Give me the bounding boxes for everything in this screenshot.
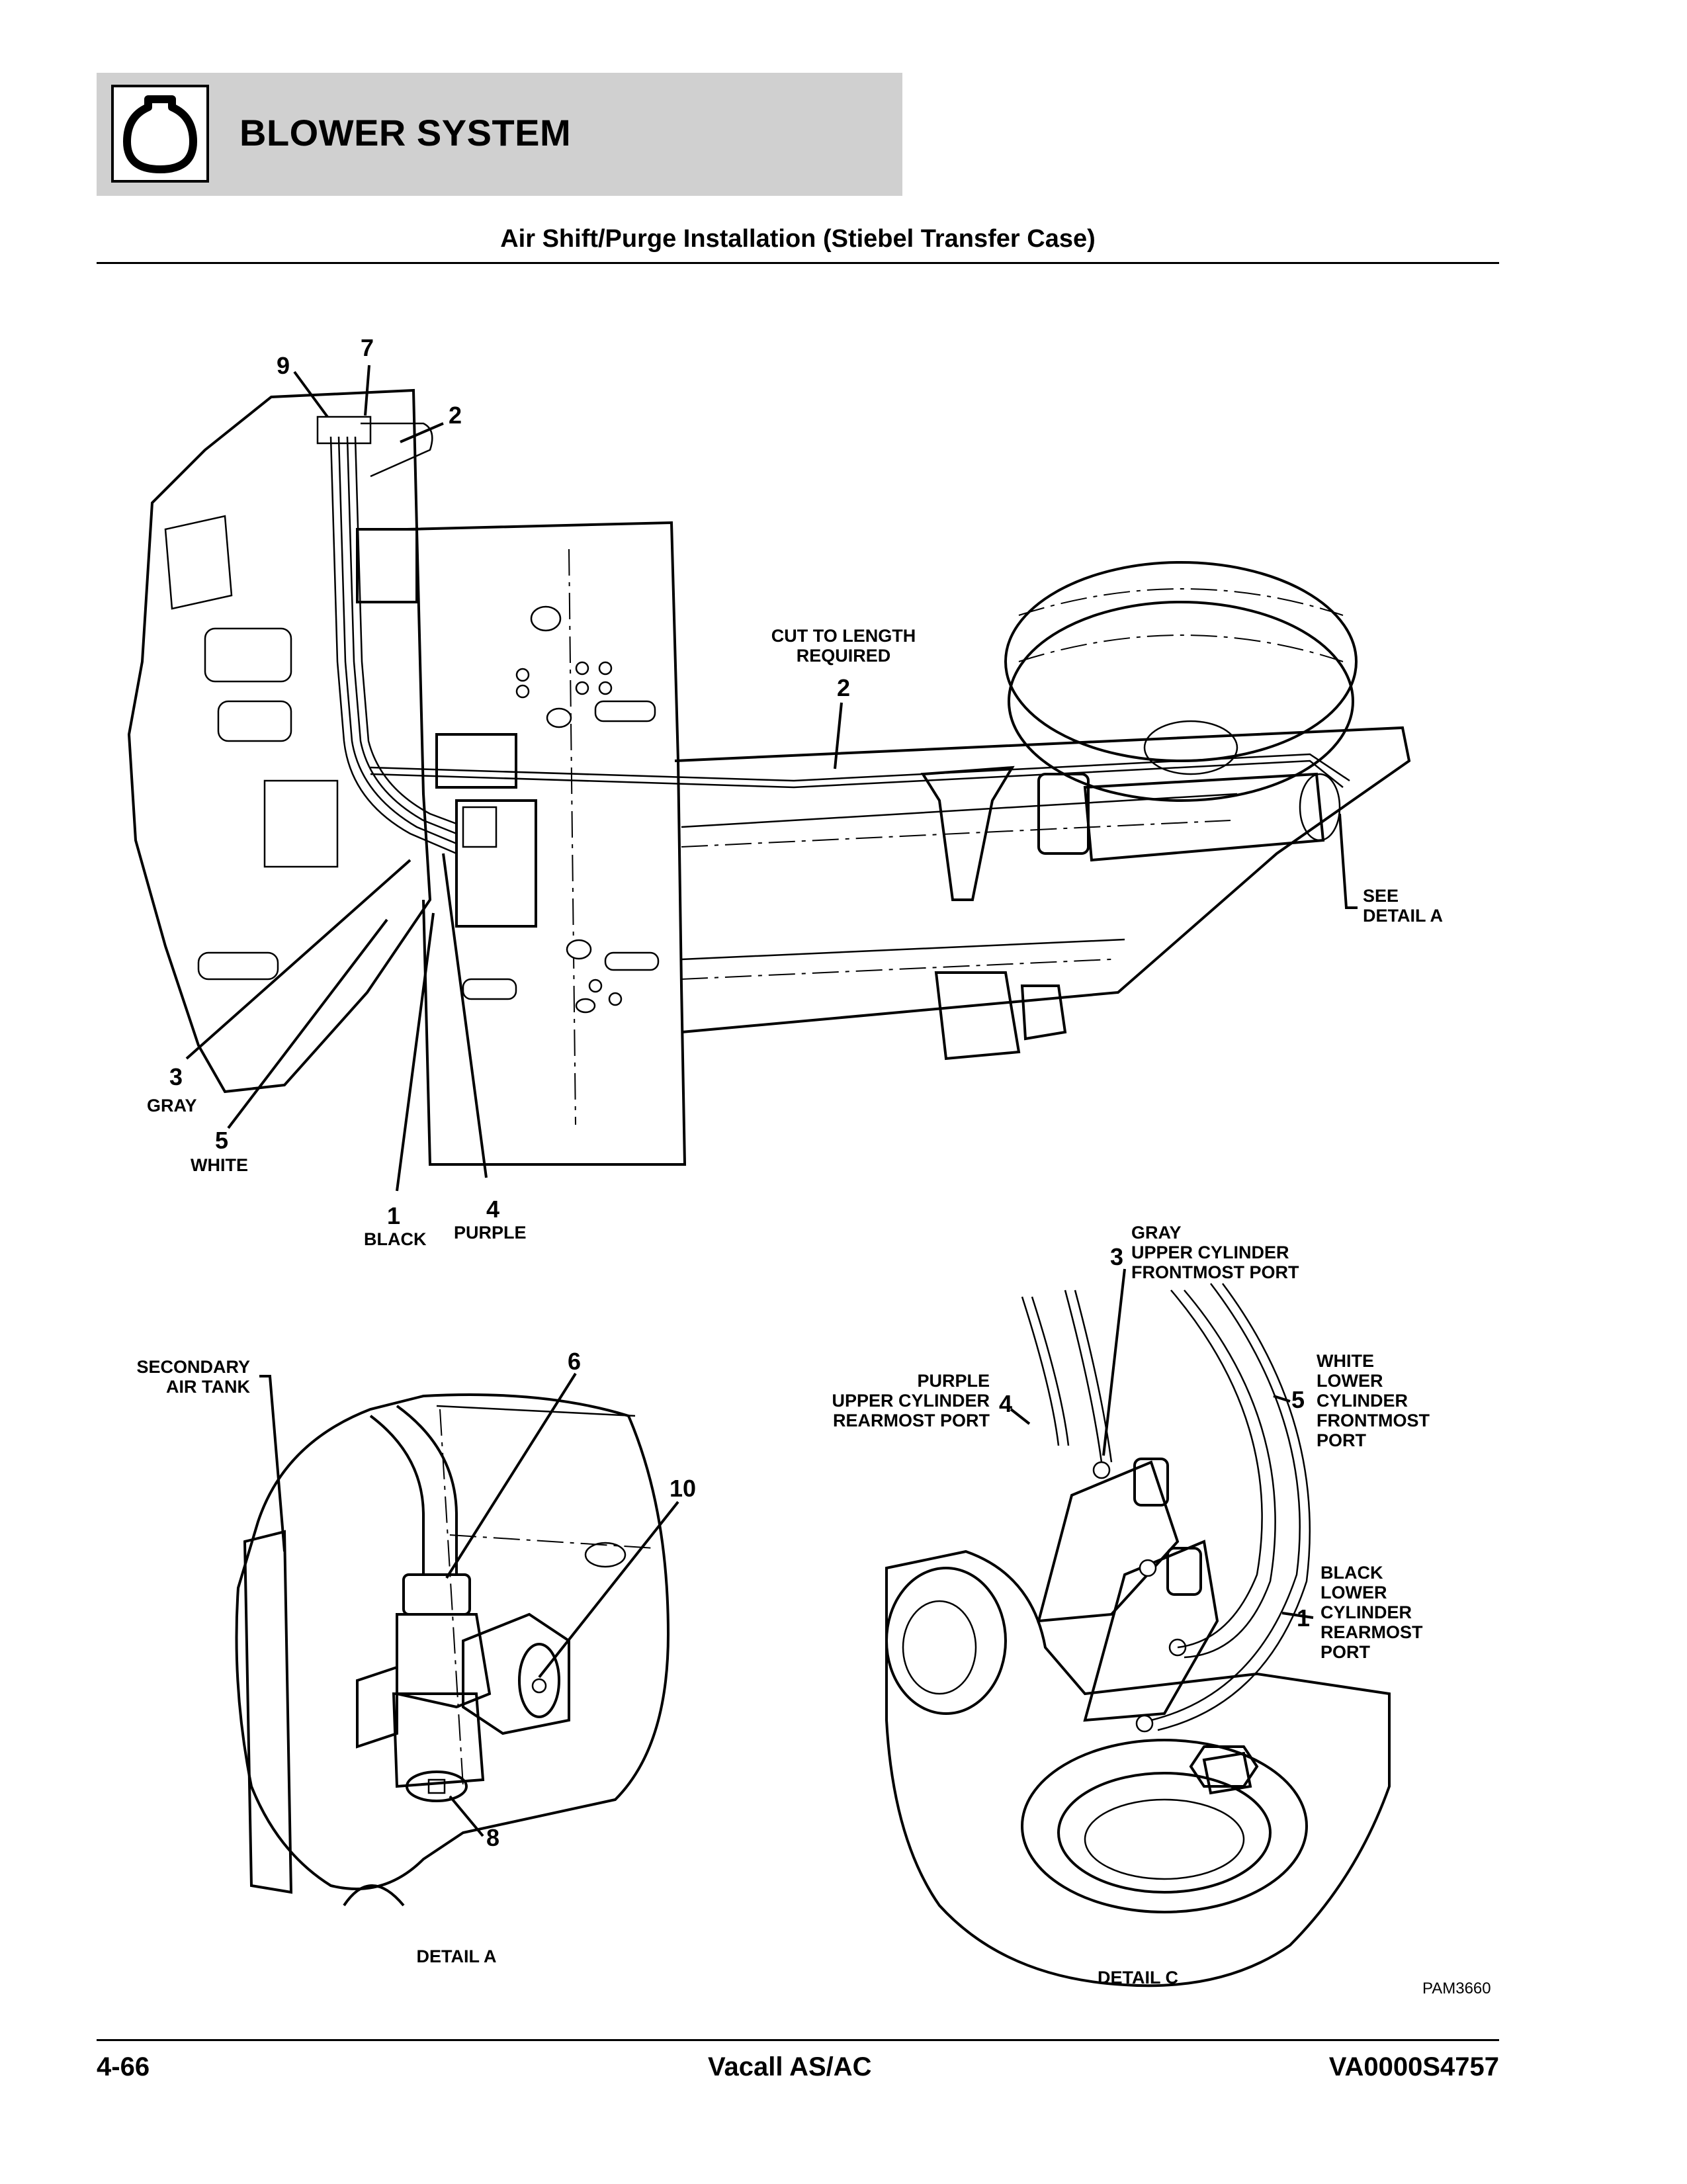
detail-a-callout-8: 8: [486, 1824, 499, 1851]
white-label: WHITE: [191, 1155, 248, 1175]
detail-a-caption: DETAIL A: [417, 1946, 497, 1966]
detail-c-gray-line3: FRONTMOST PORT: [1131, 1262, 1299, 1282]
see-detail-a-label: DETAIL A: [1363, 906, 1443, 926]
callout-2-top: 2: [449, 402, 462, 429]
detail-c-gray-line2: UPPER CYLINDER: [1131, 1243, 1289, 1262]
page-number: 4-66: [97, 2052, 150, 2081]
detail-c-white-line3: CYLINDER: [1317, 1391, 1408, 1411]
document-id: VA0000S4757: [1328, 2052, 1499, 2081]
detail-c-white-line5: PORT: [1317, 1430, 1367, 1450]
secondary-label: SECONDARY: [136, 1357, 250, 1377]
detail-a-callout-6: 6: [568, 1348, 581, 1375]
header-band: [97, 73, 902, 196]
footer-rule: [97, 2039, 1499, 2041]
air-tank-label: AIR TANK: [166, 1377, 250, 1397]
detail-a-callout-10: 10: [670, 1475, 696, 1502]
detail-c-black-line5: PORT: [1320, 1642, 1371, 1662]
detail-c-gray-label: GRAY: [1131, 1223, 1182, 1243]
detail-a-drawing: [235, 1393, 670, 1907]
detail-c-drawing: [885, 1283, 1391, 1987]
title-rule: [97, 262, 1499, 264]
detail-c-white-label: WHITE: [1317, 1351, 1374, 1371]
detail-c-callout-4: 4: [999, 1390, 1012, 1417]
detail-c-caption: DETAIL C: [1098, 1968, 1178, 1987]
callout-5: 5: [215, 1127, 228, 1154]
air-line-bundle: [329, 422, 1350, 855]
callout-4: 4: [486, 1196, 499, 1223]
engine-section-icon: [111, 85, 209, 183]
callout-9: 9: [277, 352, 290, 379]
detail-c-white-line4: FRONTMOST: [1317, 1411, 1430, 1430]
required-label: REQUIRED: [797, 646, 891, 666]
detail-c-black-line2: LOWER: [1320, 1583, 1387, 1602]
chassis-frame-drawing: [127, 388, 1411, 1166]
callout-7: 7: [361, 334, 374, 361]
detail-c-purple-line2: UPPER CYLINDER: [832, 1391, 990, 1411]
product-name: Vacall AS/AC: [708, 2052, 872, 2081]
callout-2-mid: 2: [837, 674, 850, 701]
black-label: BLACK: [364, 1229, 427, 1249]
leader-lines-main: [185, 365, 1358, 1192]
detail-c-black-line3: CYLINDER: [1320, 1602, 1412, 1622]
purple-label: PURPLE: [454, 1223, 527, 1243]
detail-c-purple-label: PURPLE: [917, 1371, 990, 1391]
figure-id: PAM3660: [1422, 1980, 1491, 1997]
gray-label: GRAY: [147, 1096, 197, 1115]
detail-c-purple-line3: REARMOST PORT: [833, 1411, 990, 1430]
leader-lines-detail-a: [259, 1372, 679, 1837]
detail-c-black-line4: REARMOST: [1320, 1622, 1423, 1642]
leader-lines-detail-c: [1010, 1268, 1314, 1619]
see-label: SEE: [1363, 886, 1399, 906]
detail-c-callout-1: 1: [1297, 1604, 1310, 1632]
callout-3: 3: [169, 1063, 183, 1090]
detail-c-white-line2: LOWER: [1317, 1371, 1383, 1391]
section-title: BLOWER SYSTEM: [239, 112, 572, 153]
callout-1: 1: [387, 1202, 400, 1229]
cut-to-length-label: CUT TO LENGTH: [771, 626, 916, 646]
figure-title: Air Shift/Purge Installation (Stiebel Tr…: [500, 225, 1096, 253]
detail-c-callout-5: 5: [1291, 1386, 1305, 1413]
detail-c-black-label: BLACK: [1320, 1563, 1383, 1583]
detail-c-callout-3: 3: [1110, 1243, 1123, 1270]
